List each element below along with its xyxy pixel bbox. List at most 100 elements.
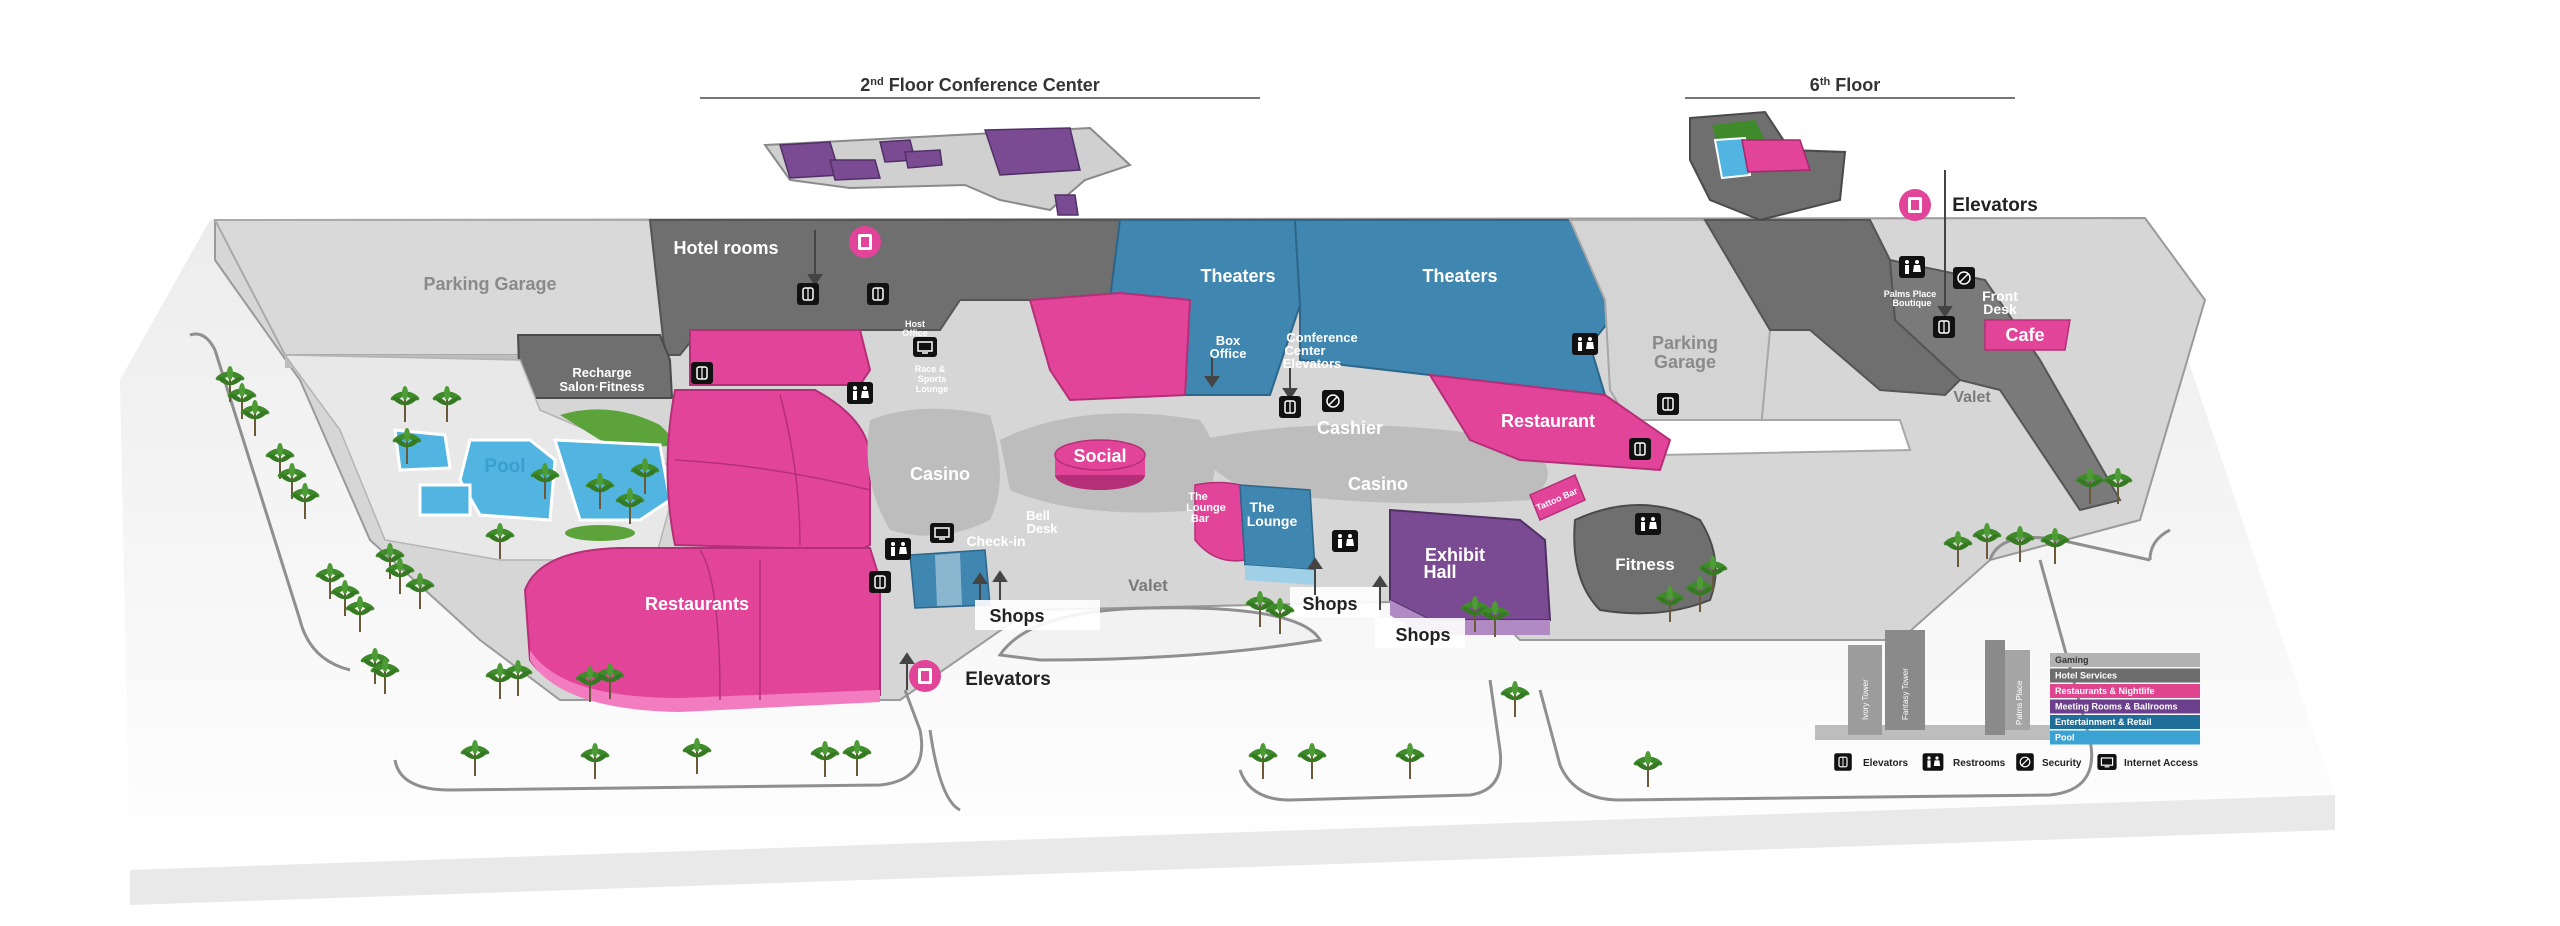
- the-lounge-label: The: [1250, 499, 1275, 515]
- front-desk-label: Desk: [1983, 301, 2017, 317]
- recharge-label: Salon·Fitness: [559, 379, 644, 394]
- fitness-block: [1573, 504, 1717, 615]
- cafe-label: Cafe: [2005, 325, 2044, 345]
- sixth-floor-header: 6th Floor: [1810, 75, 1880, 95]
- recharge-label: Recharge: [572, 365, 631, 380]
- pool-area: [283, 354, 681, 561]
- security-icon: [1321, 389, 1345, 413]
- elevator-icon: [1932, 315, 1956, 339]
- race-sports-label: Race &: [915, 364, 946, 374]
- elevators-top-label: Elevators: [1952, 195, 2038, 216]
- lounge-bar-label: Lounge: [1186, 502, 1226, 514]
- elevator-icon: [1278, 395, 1302, 419]
- cashier-label: Cashier: [1317, 418, 1383, 438]
- legend-restrooms-label: Restrooms: [1953, 758, 2006, 769]
- legend: Ivory Tower Fantasy Tower Palms Place Ga…: [1815, 630, 2200, 772]
- legend-category-label: Hotel Services: [2055, 671, 2117, 681]
- host-office-label: Office: [902, 328, 928, 338]
- pink-block-top: [1028, 291, 1192, 402]
- the-lounge-label: Lounge: [1247, 513, 1298, 529]
- tattoo-bar: [1529, 473, 1586, 522]
- security-icon: [1952, 266, 1976, 290]
- elevator-icon: [690, 361, 714, 385]
- cafe-block: [1984, 319, 2071, 351]
- restroom-icon: [1332, 530, 1358, 552]
- parking-garage-left-label: Parking Garage: [423, 274, 556, 294]
- parking-garage-right-label: Garage: [1654, 352, 1716, 372]
- elevator-pink-icon: [1899, 189, 1931, 221]
- legend-category-label: Meeting Rooms & Ballrooms: [2055, 702, 2178, 712]
- elevator-icon: [796, 282, 820, 306]
- internet-access-icon: [912, 336, 938, 358]
- bell-desk-label: Desk: [1026, 521, 1058, 536]
- elevator-pink-icon: [849, 226, 881, 258]
- legend-category-label: Pool: [2055, 733, 2075, 743]
- fitness-label: Fitness: [1615, 555, 1675, 574]
- casino-right-label: Casino: [1348, 474, 1408, 494]
- lounge-bar-label: The: [1188, 491, 1208, 503]
- box-office-label: Box: [1216, 333, 1241, 348]
- tower-1: [1848, 645, 1882, 735]
- restaurants-lower: [523, 547, 881, 712]
- elevator-icon: [1656, 392, 1680, 416]
- legend-tower-label: Ivory Tower: [1861, 679, 1870, 720]
- legend-category-label: Restaurants & Nightlife: [2055, 686, 2155, 696]
- restroom-icon: [847, 382, 873, 404]
- shops-label: Shops: [989, 606, 1044, 626]
- race-sports-label: Sports: [918, 374, 947, 384]
- legend-swatch: [2050, 699, 2200, 714]
- host-office-label: Host: [905, 319, 925, 329]
- legend-category-label: Entertainment & Retail: [2055, 717, 2152, 727]
- box-office-label: Office: [1210, 346, 1247, 361]
- legend-elevators-label: Elevators: [1863, 758, 1908, 769]
- exhibit-hall: [1389, 508, 1552, 635]
- parking-garage-right-label: Parking: [1652, 333, 1718, 353]
- elevators-bottom-label: Elevators: [965, 669, 1051, 690]
- restroom-icon: [1899, 256, 1925, 278]
- legend-swatch: [2050, 653, 2200, 667]
- legend-internet-label: Internet Access: [2124, 758, 2199, 769]
- palms-place-label: Palms Place: [1884, 289, 1937, 299]
- exhibit-hall-label: Exhibit: [1425, 545, 1485, 565]
- legend-swatch: [2050, 668, 2200, 683]
- valet-center-label: Valet: [1128, 576, 1168, 595]
- lounge-bar: [1194, 481, 1316, 585]
- pool-label: Pool: [484, 456, 525, 477]
- conference-center-header: 2nd Floor Conference Center: [860, 75, 1100, 95]
- legend-security-label: Security: [2042, 758, 2082, 769]
- restaurant-right: [1428, 373, 1672, 472]
- restaurant-label: Restaurant: [1501, 411, 1595, 431]
- shops-label: Shops: [1302, 594, 1357, 614]
- internet-access-icon: [929, 522, 955, 544]
- bell-desk-label: Bell: [1026, 508, 1050, 523]
- legend-tower-label: Fantasy Tower: [1901, 668, 1910, 720]
- legend-swatch: [2050, 684, 2200, 698]
- legend-swatch: [2050, 715, 2200, 729]
- valet-right-label: Valet: [1953, 389, 1991, 406]
- restaurants-upper: [666, 329, 872, 552]
- conference-elevators-label: Elevators: [1283, 356, 1342, 371]
- check-in-label: Check-in: [966, 533, 1025, 549]
- casino-left-label: Casino: [910, 464, 970, 484]
- theaters-label: Theaters: [1422, 266, 1497, 286]
- front-desk-label: Front: [1982, 288, 2018, 304]
- elevator-pink-icon: [909, 660, 941, 692]
- theaters-label: Theaters: [1200, 266, 1275, 286]
- elevator-icon: [868, 570, 892, 594]
- conference-elevators-label: Center: [1284, 343, 1325, 358]
- shops-label: Shops: [1395, 625, 1450, 645]
- legend-category-label: Gaming: [2055, 655, 2089, 665]
- elevator-icon: [866, 282, 890, 306]
- exhibit-hall-label: Hall: [1423, 562, 1456, 582]
- pointer-arrows: [807, 170, 1953, 690]
- restroom-icon: [885, 538, 911, 560]
- sixth-floor: [1689, 110, 1847, 222]
- restroom-icon: [1635, 513, 1661, 535]
- conference-elevators-label: Conference: [1286, 330, 1358, 345]
- conference-center-floor: [763, 126, 1132, 216]
- shop-storefronts: [909, 549, 1465, 648]
- race-sports-label: Lounge: [916, 384, 949, 394]
- restroom-icon: [1572, 333, 1598, 355]
- legend-swatch: [2050, 730, 2200, 745]
- hotel-rooms-label: Hotel rooms: [673, 238, 778, 258]
